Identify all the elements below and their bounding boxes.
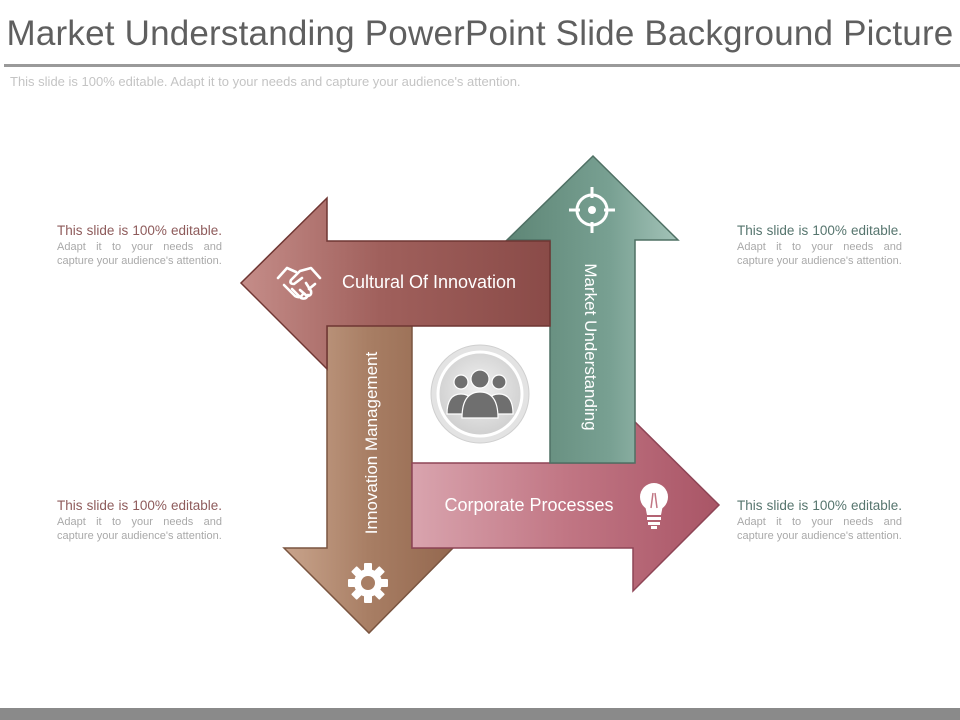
slide-title: Market Understanding PowerPoint Slide Ba… bbox=[6, 14, 954, 53]
note-body: Adapt it to your needs and capture your … bbox=[57, 240, 222, 268]
note-bottom-right: This slide is 100% editable. Adapt it to… bbox=[737, 498, 902, 544]
note-lead: This slide is 100% editable. bbox=[57, 223, 222, 238]
innovation-management-arrow: Innovation Management bbox=[282, 324, 455, 635]
note-bottom-left: This slide is 100% editable. Adapt it to… bbox=[57, 498, 222, 544]
handshake-icon bbox=[276, 266, 322, 300]
corporate-processes-arrow: Corporate Processes bbox=[411, 418, 721, 593]
corporate-processes-label: Corporate Processes bbox=[444, 495, 613, 515]
team-icon bbox=[446, 369, 514, 419]
market-understanding-arrow: Market Understanding bbox=[505, 154, 680, 464]
cultural-of-innovation-arrow: Cultural Of Innovation bbox=[239, 196, 551, 371]
lightbulb-icon bbox=[640, 483, 668, 529]
cultural-of-innovation-label: Cultural Of Innovation bbox=[342, 272, 516, 292]
gear-icon bbox=[348, 563, 388, 603]
note-lead: This slide is 100% editable. bbox=[737, 498, 902, 513]
note-lead: This slide is 100% editable. bbox=[737, 223, 902, 238]
market-understanding-label: Market Understanding bbox=[581, 263, 600, 430]
note-top-right: This slide is 100% editable. Adapt it to… bbox=[737, 223, 902, 269]
note-body: Adapt it to your needs and capture your … bbox=[737, 515, 902, 543]
note-top-left: This slide is 100% editable. Adapt it to… bbox=[57, 223, 222, 269]
target-icon bbox=[569, 187, 615, 233]
slide-subtitle: This slide is 100% editable. Adapt it to… bbox=[10, 74, 521, 89]
note-lead: This slide is 100% editable. bbox=[57, 498, 222, 513]
title-divider bbox=[4, 64, 960, 67]
footer-bar bbox=[0, 708, 960, 720]
note-body: Adapt it to your needs and capture your … bbox=[737, 240, 902, 268]
note-body: Adapt it to your needs and capture your … bbox=[57, 515, 222, 543]
innovation-management-label: Innovation Management bbox=[362, 352, 381, 535]
